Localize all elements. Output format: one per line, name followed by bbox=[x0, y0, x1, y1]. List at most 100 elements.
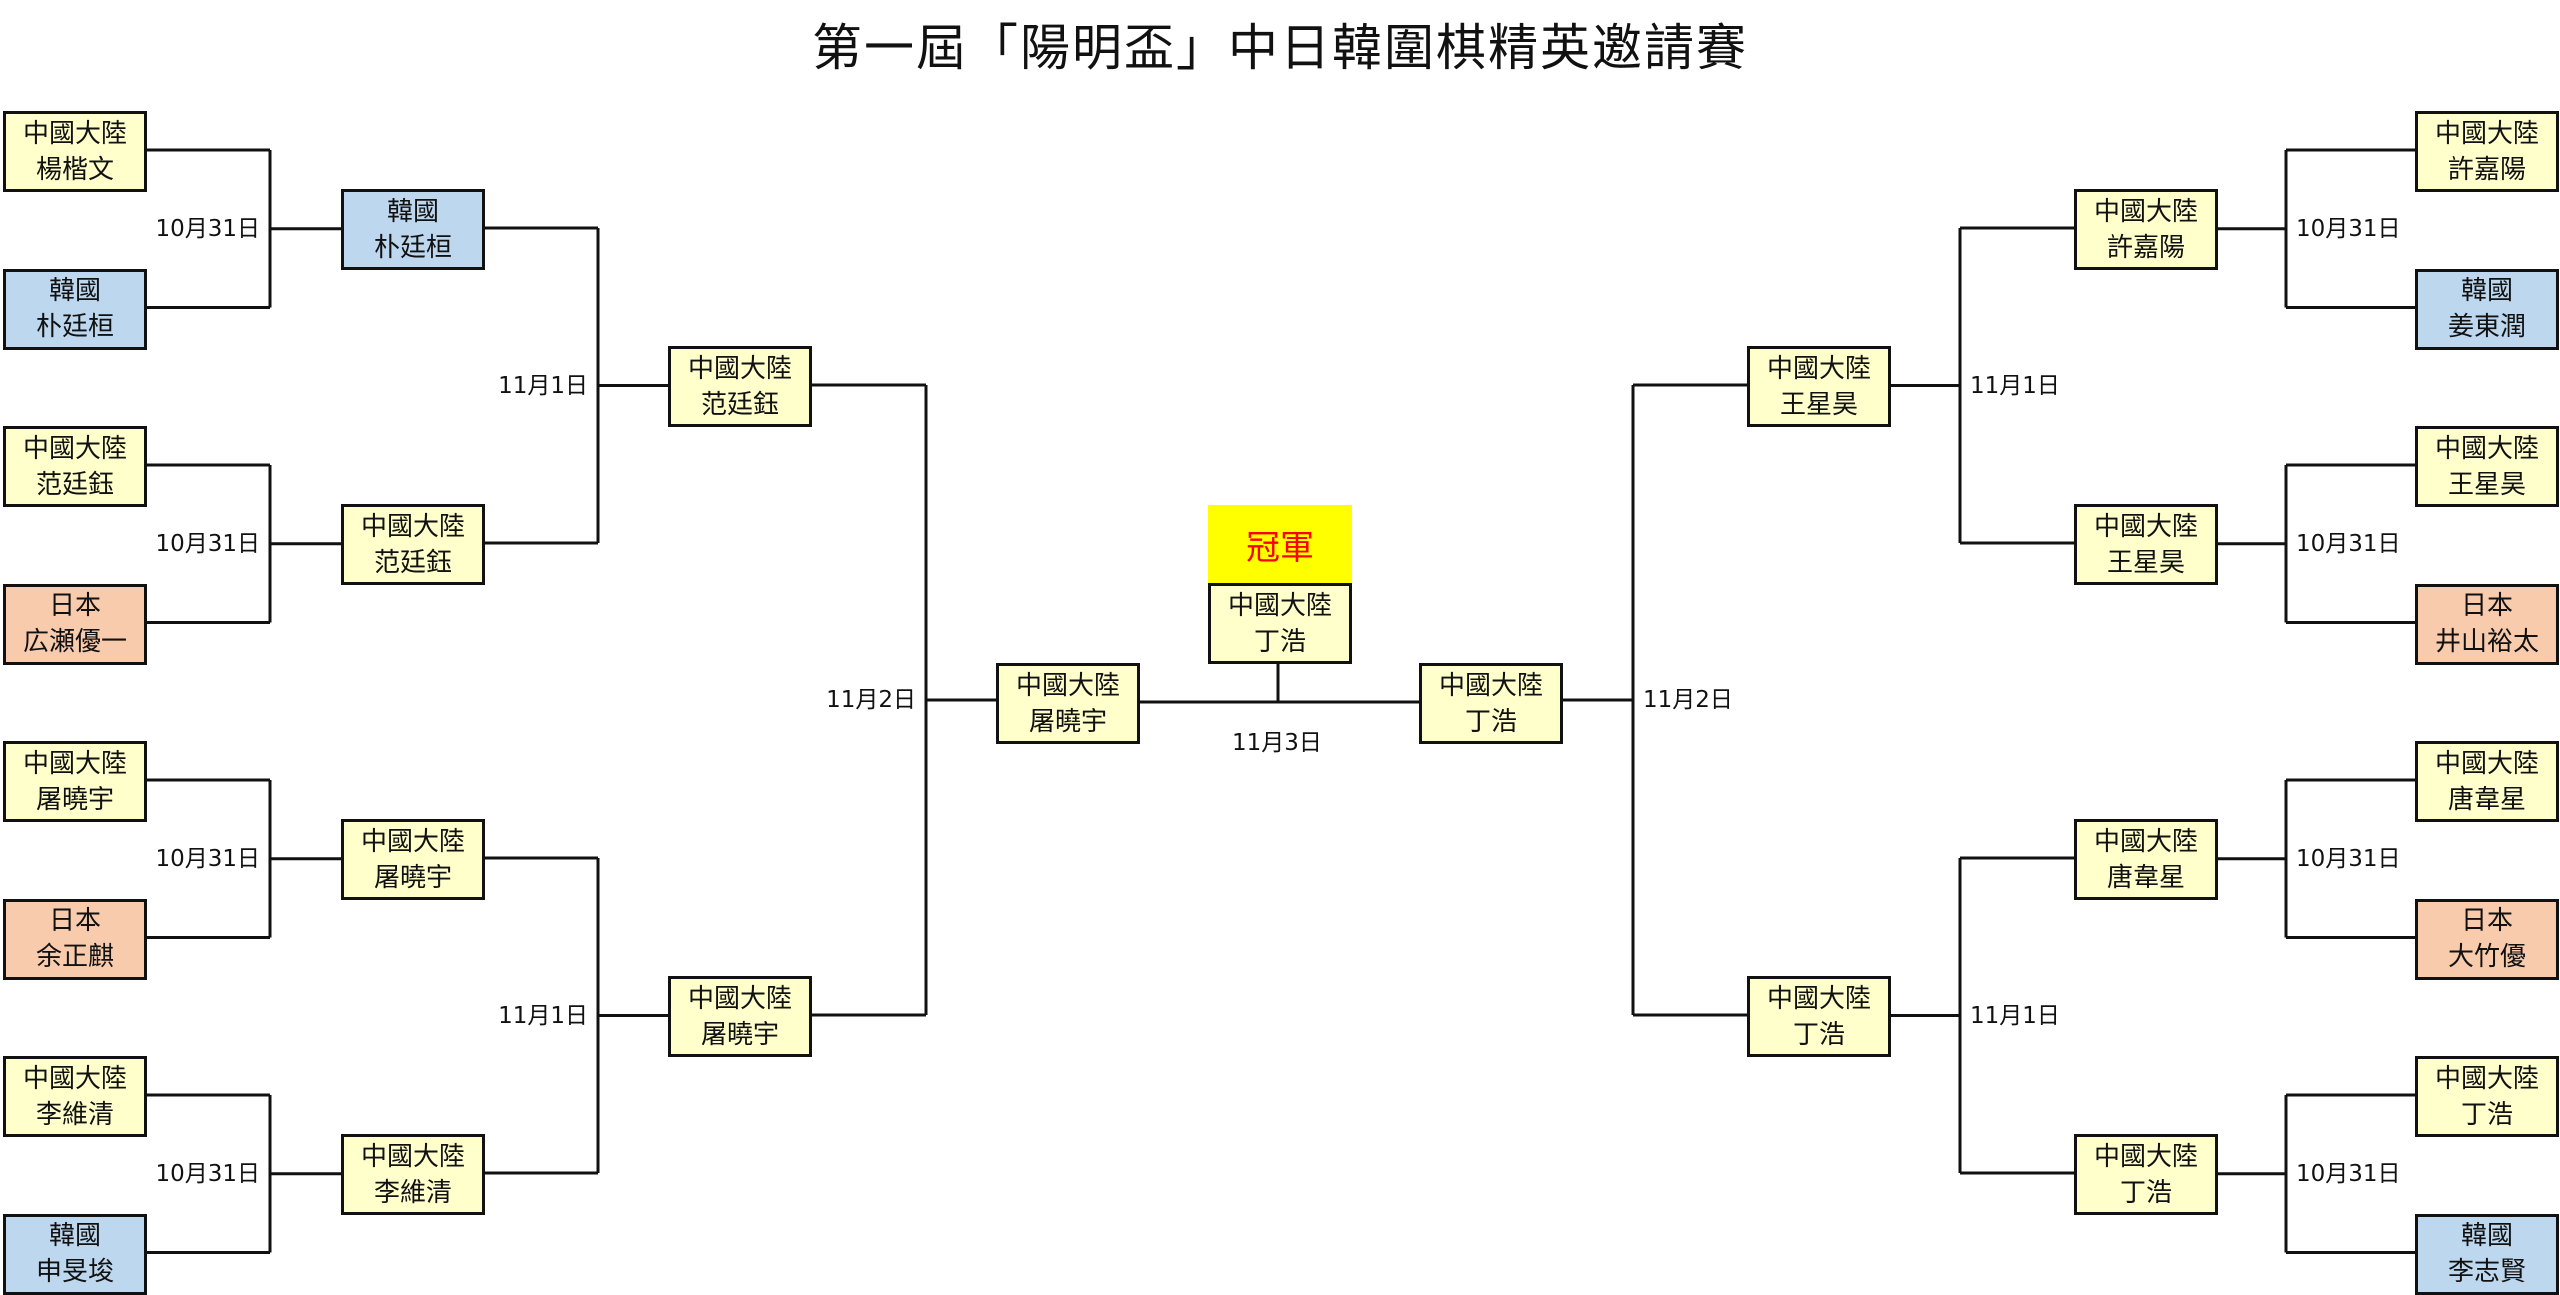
champion-box: 中國大陸丁浩 bbox=[1208, 583, 1352, 664]
match-date: 10月31日 bbox=[2296, 845, 2401, 872]
right-r2-player-box: 中國大陸王星昊 bbox=[2074, 504, 2218, 585]
player-name: 李志賢 bbox=[2447, 1257, 2526, 1287]
player-name: 唐韋星 bbox=[2106, 862, 2185, 893]
player-region: 中國大陸 bbox=[2093, 511, 2198, 542]
left-r2-player-box: 中國大陸范廷鈺 bbox=[341, 504, 485, 585]
match-date: 10月31日 bbox=[2296, 1160, 2401, 1187]
right-r2-player-box: 中國大陸丁浩 bbox=[2074, 1134, 2218, 1215]
left-r1-player-box: 韓國申旻埈 bbox=[3, 1213, 147, 1295]
player-region: 日本 bbox=[2460, 591, 2513, 621]
player-name: 申旻埈 bbox=[35, 1257, 114, 1287]
player-name: 丁浩 bbox=[1792, 1019, 1845, 1050]
match-date: 10月31日 bbox=[155, 215, 260, 242]
player-name: 丁浩 bbox=[2460, 1099, 2513, 1130]
player-region: 中國大陸 bbox=[360, 826, 465, 857]
player-region: 韓國 bbox=[2460, 1221, 2513, 1251]
right-r4-player-box: 中國大陸丁浩 bbox=[1419, 663, 1563, 744]
player-name: 屠曉宇 bbox=[373, 862, 452, 893]
champion-banner: 冠軍 bbox=[1208, 505, 1352, 584]
player-region: 中國大陸 bbox=[1227, 590, 1332, 621]
player-name: 楊楷文 bbox=[35, 154, 114, 185]
player-region: 中國大陸 bbox=[22, 118, 127, 149]
right-r1-player-box: 韓國姜東潤 bbox=[2415, 268, 2559, 350]
player-name: 屠曉宇 bbox=[35, 784, 114, 815]
player-name: 許嘉陽 bbox=[2447, 154, 2526, 185]
match-date: 10月31日 bbox=[155, 845, 260, 872]
left-r3-player-box: 中國大陸屠曉宇 bbox=[668, 976, 812, 1057]
player-name: 余正麒 bbox=[35, 942, 114, 972]
player-region: 中國大陸 bbox=[2093, 826, 2198, 857]
player-region: 日本 bbox=[48, 906, 101, 936]
player-region: 日本 bbox=[2460, 906, 2513, 936]
player-region: 中國大陸 bbox=[1766, 353, 1871, 384]
player-name: 王星昊 bbox=[2106, 547, 2185, 578]
player-region: 中國大陸 bbox=[1438, 670, 1543, 701]
player-name: 朴廷桓 bbox=[35, 312, 114, 342]
match-date: 11月1日 bbox=[1970, 1002, 2060, 1029]
player-region: 韓國 bbox=[2460, 276, 2513, 306]
left-r1-player-box: 日本余正麒 bbox=[3, 898, 147, 980]
right-r2-player-box: 中國大陸許嘉陽 bbox=[2074, 189, 2218, 270]
match-date: 11月1日 bbox=[498, 372, 588, 399]
player-region: 韓國 bbox=[48, 1221, 101, 1251]
left-r1-player-box: 日本広瀬優一 bbox=[3, 583, 147, 665]
right-r1-player-box: 中國大陸唐韋星 bbox=[2415, 741, 2559, 822]
player-region: 日本 bbox=[48, 591, 101, 621]
player-region: 中國大陸 bbox=[2093, 1141, 2198, 1172]
match-date: 10月31日 bbox=[155, 1160, 260, 1187]
player-region: 中國大陸 bbox=[2434, 1063, 2539, 1094]
match-date: 11月3日 bbox=[1232, 730, 1322, 756]
player-region: 韓國 bbox=[48, 276, 101, 306]
player-name: 李維清 bbox=[373, 1177, 452, 1208]
match-date: 11月2日 bbox=[826, 687, 916, 713]
left-r1-player-box: 中國大陸屠曉宇 bbox=[3, 741, 147, 822]
player-name: 唐韋星 bbox=[2447, 784, 2526, 815]
player-region: 中國大陸 bbox=[687, 983, 792, 1014]
left-r2-player-box: 中國大陸屠曉宇 bbox=[341, 819, 485, 900]
player-name: 屠曉宇 bbox=[1028, 706, 1107, 737]
player-name: 許嘉陽 bbox=[2106, 232, 2185, 263]
player-region: 中國大陸 bbox=[2434, 748, 2539, 779]
right-r1-player-box: 韓國李志賢 bbox=[2415, 1213, 2559, 1295]
player-name: 范廷鈺 bbox=[700, 389, 779, 420]
player-region: 中國大陸 bbox=[2434, 118, 2539, 149]
right-r1-player-box: 日本大竹優 bbox=[2415, 898, 2559, 980]
left-r2-player-box: 中國大陸李維清 bbox=[341, 1134, 485, 1215]
player-name: 王星昊 bbox=[1779, 389, 1858, 420]
right-r1-player-box: 日本井山裕太 bbox=[2415, 583, 2559, 665]
left-r1-player-box: 中國大陸李維清 bbox=[3, 1056, 147, 1137]
match-date: 10月31日 bbox=[2296, 215, 2401, 242]
right-r1-player-box: 中國大陸王星昊 bbox=[2415, 426, 2559, 507]
match-date: 10月31日 bbox=[2296, 530, 2401, 557]
player-name: 姜東潤 bbox=[2447, 312, 2526, 342]
player-name: 屠曉宇 bbox=[700, 1019, 779, 1050]
left-r1-player-box: 韓國朴廷桓 bbox=[3, 268, 147, 350]
player-name: 范廷鈺 bbox=[35, 469, 114, 500]
player-region: 中國大陸 bbox=[360, 1141, 465, 1172]
right-r2-player-box: 中國大陸唐韋星 bbox=[2074, 819, 2218, 900]
player-region: 中國大陸 bbox=[360, 511, 465, 542]
right-r3-player-box: 中國大陸丁浩 bbox=[1747, 976, 1891, 1057]
player-region: 中國大陸 bbox=[22, 433, 127, 464]
player-region: 中國大陸 bbox=[2093, 196, 2198, 227]
right-r1-player-box: 中國大陸許嘉陽 bbox=[2415, 111, 2559, 192]
player-name: 丁浩 bbox=[1464, 706, 1517, 737]
player-name: 井山裕太 bbox=[2434, 627, 2539, 657]
match-date: 11月1日 bbox=[1970, 372, 2060, 399]
player-region: 中國大陸 bbox=[22, 748, 127, 779]
player-name: 王星昊 bbox=[2447, 469, 2526, 500]
player-region: 中國大陸 bbox=[1015, 670, 1120, 701]
left-r2-player-box: 韓國朴廷桓 bbox=[341, 189, 485, 270]
player-region: 中國大陸 bbox=[1766, 983, 1871, 1014]
player-name: 大竹優 bbox=[2447, 942, 2526, 972]
player-name: 朴廷桓 bbox=[373, 232, 452, 263]
player-name: 広瀬優一 bbox=[22, 627, 127, 657]
right-r1-player-box: 中國大陸丁浩 bbox=[2415, 1056, 2559, 1137]
player-name: 李維清 bbox=[35, 1099, 114, 1130]
match-date: 11月2日 bbox=[1643, 687, 1733, 713]
left-r1-player-box: 中國大陸楊楷文 bbox=[3, 111, 147, 192]
player-name: 丁浩 bbox=[1253, 626, 1306, 657]
match-date: 11月1日 bbox=[498, 1002, 588, 1029]
page-title: 第一屆「陽明盃」中日韓圍棋精英邀請賽 bbox=[812, 19, 1748, 77]
